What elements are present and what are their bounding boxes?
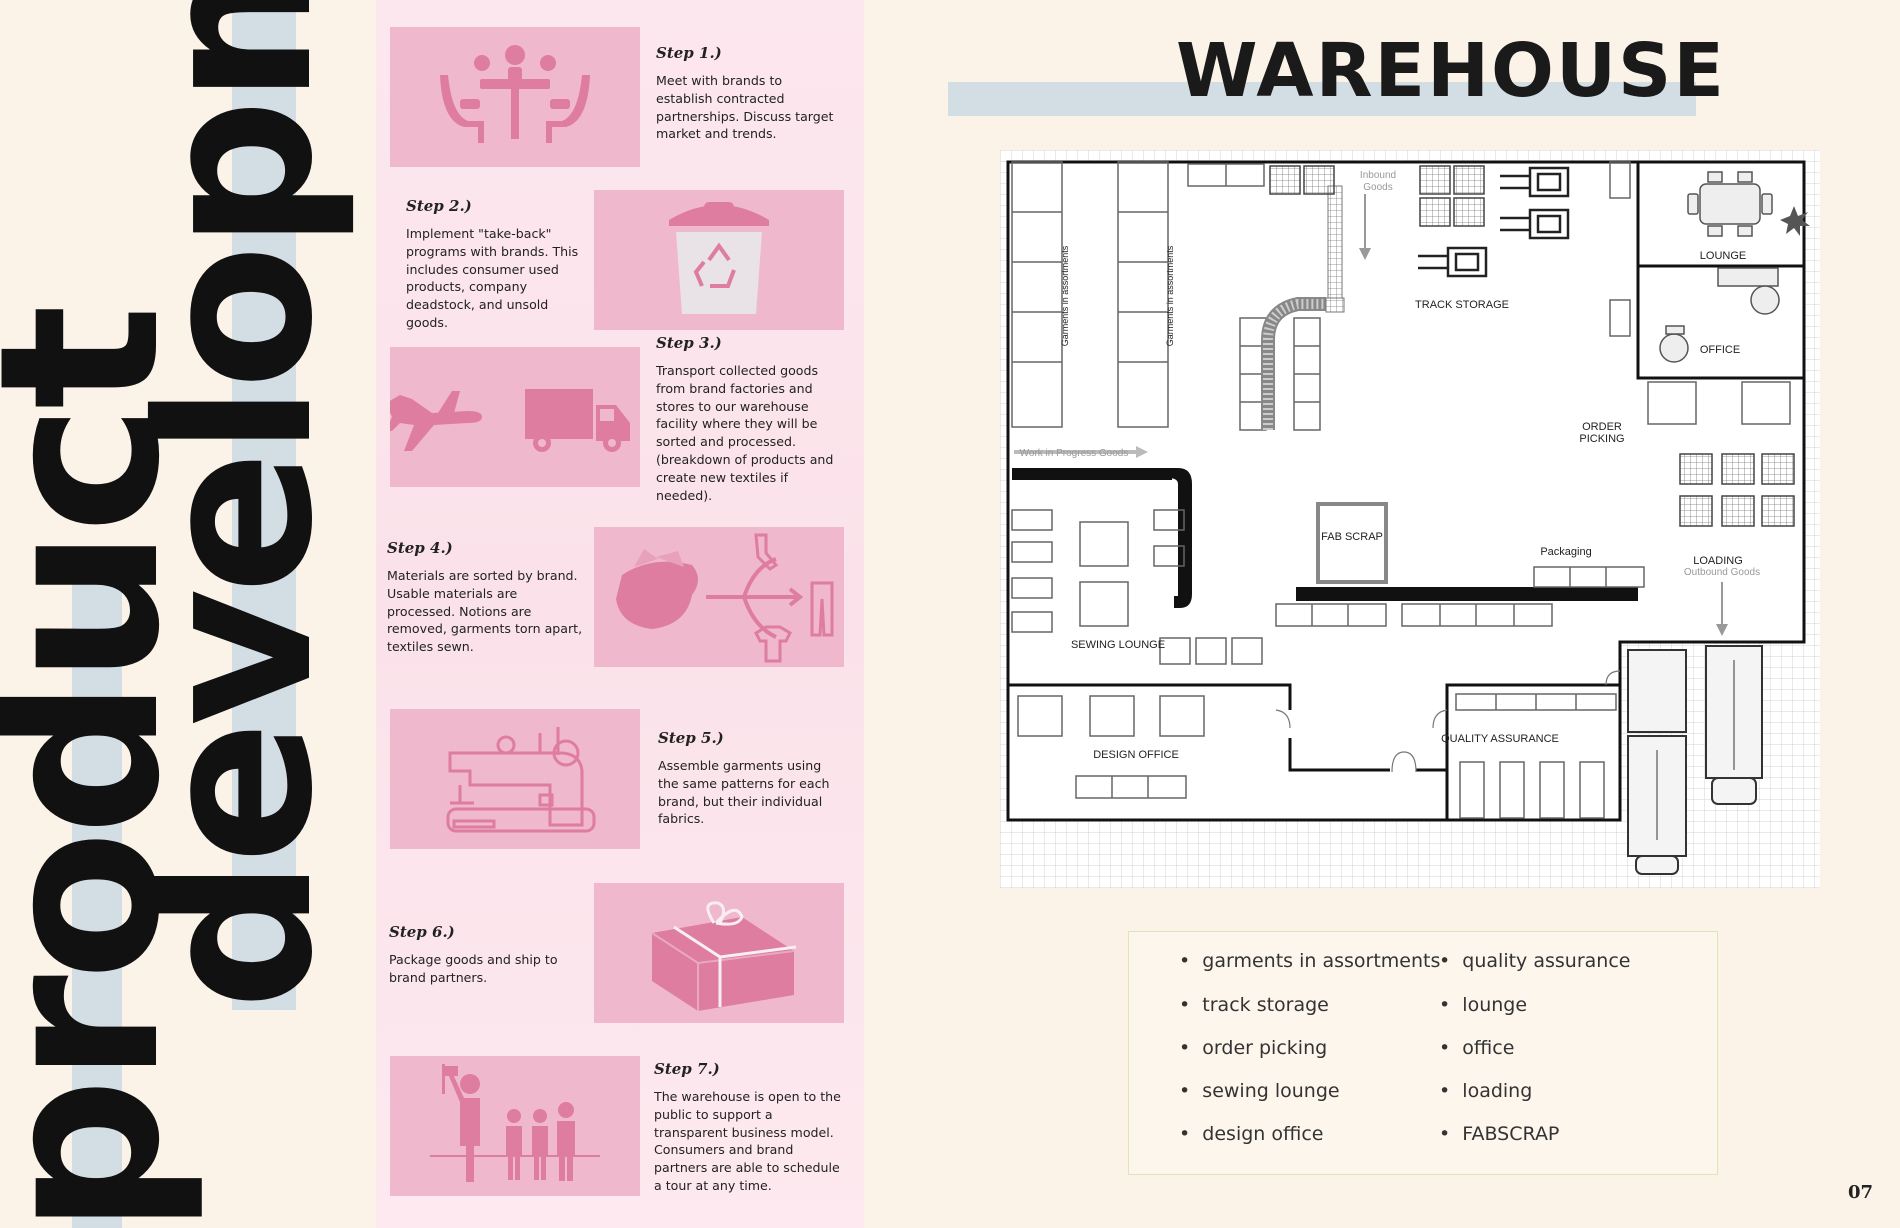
label-sewing-lounge: SEWING LOUNGE xyxy=(1071,639,1165,651)
legend-item-label: sewing lounge xyxy=(1202,1080,1340,1102)
legend-item-label: quality assurance xyxy=(1462,950,1631,972)
step-4: Step 4.) Materials are sorted by brand. … xyxy=(387,539,587,656)
label-inbound: Inbound xyxy=(1360,170,1396,181)
floor-plan-svg: Garments in assortments Garments in asso… xyxy=(1000,150,1820,888)
step-2-image xyxy=(594,190,844,330)
label-inbound-goods: Goods xyxy=(1363,182,1392,193)
legend-item: • sewing lounge xyxy=(1179,1080,1340,1102)
legend-item-label: garments in assortments xyxy=(1202,950,1441,972)
step-7-image xyxy=(390,1056,640,1196)
step-6-image xyxy=(594,883,844,1023)
step-1-heading: Step 1.) xyxy=(656,44,722,62)
label-outbound: Outbound Goods xyxy=(1684,567,1760,578)
step-1-image xyxy=(390,27,640,167)
legend-item-label: lounge xyxy=(1462,994,1528,1016)
legend-item-label: track storage xyxy=(1202,994,1329,1016)
label-packaging: Packaging xyxy=(1540,546,1591,558)
warehouse-floor-plan: Garments in assortments Garments in asso… xyxy=(1000,150,1820,888)
step-6: Step 6.) Package goods and ship to brand… xyxy=(389,923,569,987)
plane-truck-icon xyxy=(386,389,630,452)
title-accent-bar-1 xyxy=(72,575,122,1228)
label-fab-scrap: FAB SCRAP xyxy=(1321,531,1383,543)
label-design-office: DESIGN OFFICE xyxy=(1093,749,1179,761)
warehouse-legend: • garments in assortments • track storag… xyxy=(1128,931,1718,1175)
step-5: Step 5.) Assemble garments using the sam… xyxy=(658,729,838,828)
label-order-2: PICKING xyxy=(1579,433,1624,445)
label-quality-assurance: QUALITY ASSURANCE xyxy=(1441,733,1559,745)
step-6-text: Package goods and ship to brand partners… xyxy=(389,952,558,985)
gift-box-icon xyxy=(651,901,797,1011)
label-wip: Work in Progress Goods xyxy=(1020,448,1129,459)
legend-item-label: loading xyxy=(1462,1080,1533,1102)
sorting-garments-icon xyxy=(616,533,834,663)
legend-item: • order picking xyxy=(1179,1037,1328,1059)
legend-item: • track storage xyxy=(1179,994,1329,1016)
step-3-text: Transport collected goods from brand fac… xyxy=(656,363,834,503)
title-development: development xyxy=(112,0,359,1010)
label-track-storage: TRACK STORAGE xyxy=(1415,299,1509,311)
step-7-text: The warehouse is open to the public to s… xyxy=(654,1089,841,1193)
page-number: 07 xyxy=(1848,1182,1874,1203)
meeting-table-icon xyxy=(440,45,590,143)
step-3-heading: Step 3.) xyxy=(656,334,722,352)
label-garments-2: Garments in assortments xyxy=(1165,245,1175,346)
legend-item: • design office xyxy=(1179,1123,1324,1145)
label-garments-1: Garments in assortments xyxy=(1060,245,1070,346)
legend-item: • quality assurance xyxy=(1439,950,1631,972)
legend-item: • garments in assortments xyxy=(1179,950,1441,972)
step-6-heading: Step 6.) xyxy=(389,923,455,941)
label-order-1: ORDER xyxy=(1582,421,1622,433)
legend-item: • FABSCRAP xyxy=(1439,1123,1560,1145)
step-2-heading: Step 2.) xyxy=(406,197,472,215)
legend-item-label: FABSCRAP xyxy=(1462,1123,1560,1145)
tour-group-icon xyxy=(430,1064,600,1182)
step-3: Step 3.) Transport collected goods from … xyxy=(656,334,836,504)
legend-item: • lounge xyxy=(1439,994,1528,1016)
legend-item-label: office xyxy=(1462,1037,1515,1059)
recycle-bin-icon xyxy=(669,202,769,314)
step-7-heading: Step 7.) xyxy=(654,1060,720,1078)
title-accent-bar-2 xyxy=(232,0,296,1010)
label-lounge: LOUNGE xyxy=(1700,250,1746,262)
step-2-text: Implement "take-back" programs with bran… xyxy=(406,226,579,330)
legend-item-label: order picking xyxy=(1202,1037,1328,1059)
step-5-image xyxy=(390,709,640,849)
step-5-text: Assemble garments using the same pattern… xyxy=(658,758,830,827)
sewing-machine-icon xyxy=(446,727,596,833)
step-5-heading: Step 5.) xyxy=(658,729,724,747)
step-4-text: Materials are sorted by brand. Usable ma… xyxy=(387,568,583,655)
step-3-image xyxy=(386,347,640,487)
step-4-image xyxy=(594,527,844,667)
warehouse-title-bar xyxy=(948,82,1696,116)
step-4-heading: Step 4.) xyxy=(387,539,453,557)
legend-item: • office xyxy=(1439,1037,1515,1059)
step-1: Step 1.) Meet with brands to establish c… xyxy=(656,44,836,143)
step-2: Step 2.) Implement "take-back" programs … xyxy=(406,197,586,332)
label-loading: LOADING xyxy=(1693,555,1743,567)
legend-item-label: design office xyxy=(1202,1123,1324,1145)
step-7: Step 7.) The warehouse is open to the pu… xyxy=(654,1060,850,1195)
legend-item: • loading xyxy=(1439,1080,1533,1102)
step-1-text: Meet with brands to establish contracted… xyxy=(656,73,834,142)
label-office: OFFICE xyxy=(1700,344,1740,356)
warehouse-title: WAREHOUSE xyxy=(1176,28,1726,114)
